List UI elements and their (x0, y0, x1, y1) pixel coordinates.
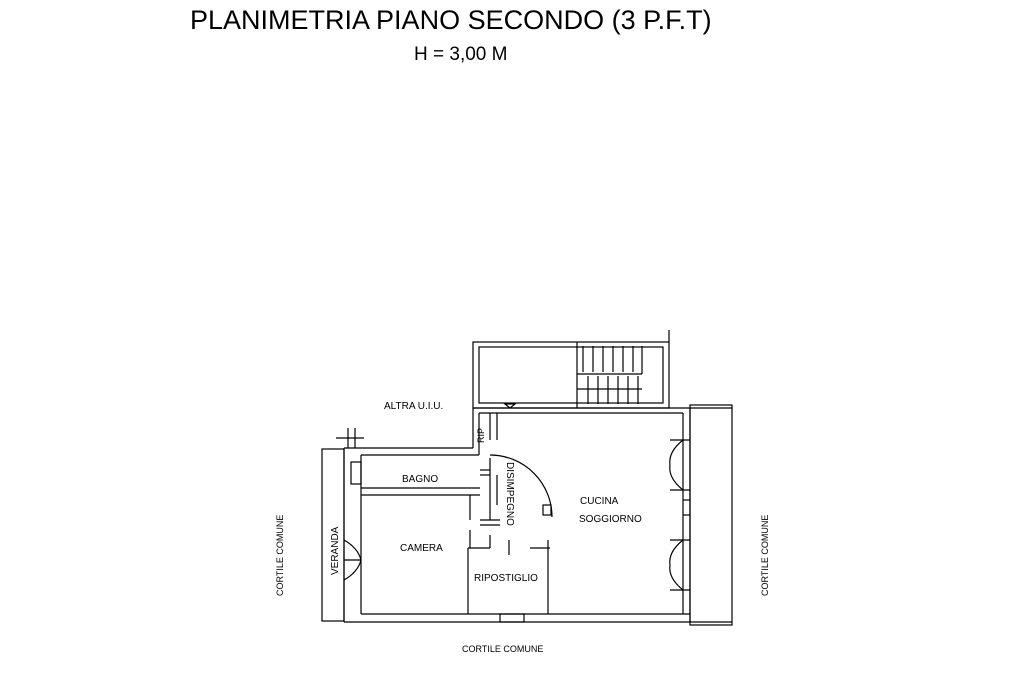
ripostiglio-label: RIPOSTIGLIO (474, 573, 538, 584)
camera-label: CAMERA (400, 543, 443, 554)
altra-uiu-label: ALTRA U.I.U. (384, 401, 443, 412)
veranda-label: VERANDA (330, 526, 341, 575)
doors (480, 454, 553, 526)
staircase (472, 330, 670, 409)
cortile-left-label: CORTILE COMUNE (275, 515, 285, 596)
soggiorno-label: SOGGIORNO (579, 514, 642, 525)
cortile-bottom-label: CORTILE COMUNE (462, 644, 543, 654)
outer-walls (343, 404, 733, 626)
plan-title: PLANIMETRIA PIANO SECONDO (3 P.F.T) (190, 5, 712, 35)
cortile-right-label: CORTILE COMUNE (760, 515, 770, 596)
ceiling-height-label: H = 3,00 M (414, 44, 508, 65)
entrance-marker (503, 403, 517, 409)
bagno-label: BAGNO (402, 474, 438, 485)
rip-label: RIP (476, 428, 486, 443)
bottom-window (499, 613, 525, 623)
veranda-windows (343, 461, 362, 581)
cucina-label: CUCINA (580, 496, 619, 507)
interior-walls (361, 413, 550, 614)
disimpegno-label: DISIMPEGNO (504, 462, 515, 526)
veranda (321, 428, 364, 622)
cucina-windows (669, 439, 690, 591)
